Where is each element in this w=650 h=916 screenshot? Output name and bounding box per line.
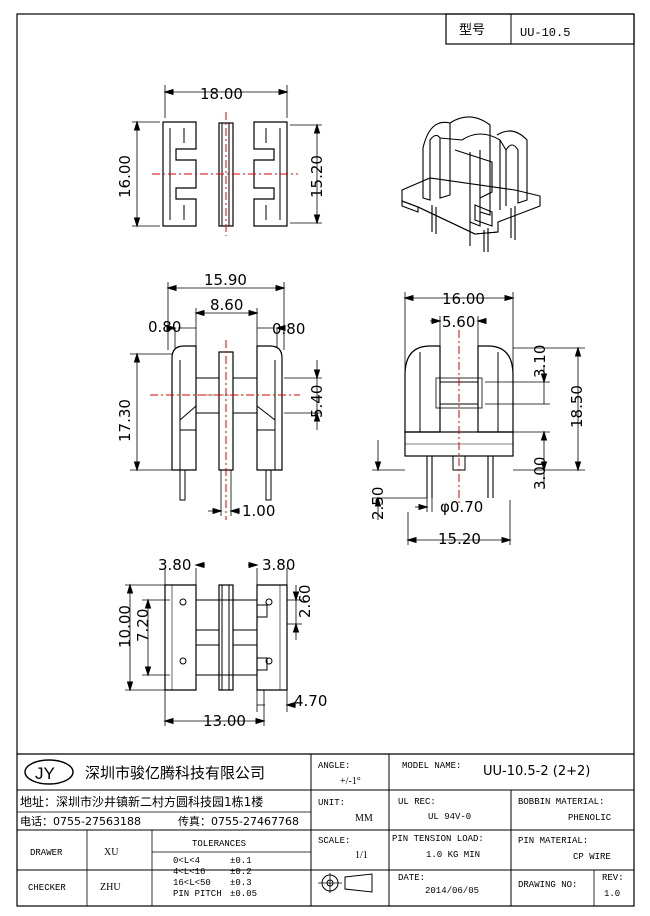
dim-bot-r1: 2.60 bbox=[296, 585, 314, 618]
dim-side-pin-pitch: 15.20 bbox=[438, 530, 481, 548]
tol-value-0: ±0.1 bbox=[230, 856, 252, 866]
title-block bbox=[17, 753, 634, 906]
dim-bot-width: 13.00 bbox=[203, 712, 246, 730]
date-value: 2014/06/05 bbox=[425, 886, 479, 896]
dim-front-height: 17.30 bbox=[116, 399, 134, 442]
bobbin-label: BOBBIN MATERIAL: bbox=[518, 797, 604, 807]
dim-side-height: 18.50 bbox=[568, 385, 586, 428]
company-logo: JY bbox=[35, 764, 55, 783]
ulrec-label: UL REC: bbox=[398, 797, 436, 807]
checker-value: ZHU bbox=[100, 882, 121, 893]
dim-top-width: 18.00 bbox=[200, 85, 243, 103]
dim-side-base: 3.00 bbox=[531, 457, 549, 490]
company-address: 地址：深圳市沙井镇新二村方圆科技园1栋1楼 bbox=[20, 794, 263, 809]
tol-range-2: 16<L<50 bbox=[173, 878, 211, 888]
dim-side-pin-len: 2.50 bbox=[369, 487, 387, 520]
tol-value-3: ±0.05 bbox=[230, 889, 257, 899]
isometric-view bbox=[401, 116, 541, 252]
dim-front-width: 15.90 bbox=[204, 271, 247, 289]
dim-side-inner: 5.60 bbox=[442, 313, 475, 331]
dim-bot-left: 3.80 bbox=[158, 556, 191, 574]
dim-front-window: 5.40 bbox=[308, 385, 326, 418]
dim-bot-h1: 10.00 bbox=[116, 605, 134, 648]
unit-label: UNIT: bbox=[318, 798, 345, 808]
dim-bot-r2: 4.70 bbox=[294, 692, 327, 710]
header-box: 型号 UU-10.5 bbox=[445, 13, 635, 45]
scale-label: SCALE: bbox=[318, 836, 350, 846]
date-label: DATE: bbox=[398, 873, 425, 883]
side-view bbox=[372, 292, 585, 545]
drawer-label: DRAWER bbox=[30, 848, 63, 858]
dim-front-wall-left: 0.80 bbox=[148, 318, 181, 336]
angle-value: +/-1° bbox=[340, 776, 361, 787]
tol-value-2: ±0.3 bbox=[230, 878, 252, 888]
tol-range-1: 4<L<16 bbox=[173, 867, 205, 877]
rev-value: 1.0 bbox=[604, 889, 620, 899]
pin-material-label: PIN MATERIAL: bbox=[518, 836, 588, 846]
scale-value: 1/1 bbox=[355, 850, 368, 861]
drawer-value: XU bbox=[104, 847, 119, 858]
pin-tension-label: PIN TENSION LOAD: bbox=[392, 834, 484, 844]
tol-value-1: ±0.2 bbox=[230, 867, 252, 877]
pin-tension-value: 1.0 KG MIN bbox=[426, 850, 480, 860]
tolerances-label: TOLERANCES bbox=[192, 839, 246, 849]
angle-label: ANGLE: bbox=[318, 761, 350, 771]
dim-top-height-right: 15.20 bbox=[308, 155, 326, 198]
dim-front-gap: 8.60 bbox=[210, 296, 243, 314]
dim-front-pin: 1.00 bbox=[242, 502, 275, 520]
model-value: UU-10.5-2 (2+2) bbox=[483, 764, 590, 779]
tol-range-3: PIN PITCH bbox=[173, 889, 222, 899]
company-name: 深圳市骏亿腾科技有限公司 bbox=[85, 764, 265, 782]
bobbin-value: PHENOLIC bbox=[568, 813, 612, 823]
dim-front-wall-right: 0.80 bbox=[272, 320, 305, 338]
dim-side-pin-dia: φ0.70 bbox=[440, 498, 483, 516]
dim-top-height-left: 16.00 bbox=[116, 155, 134, 198]
pin-material-value: CP WIRE bbox=[573, 852, 611, 862]
type-value: UU-10.5 bbox=[520, 26, 570, 40]
dim-side-top: 3.10 bbox=[531, 345, 549, 378]
model-label: MODEL NAME: bbox=[402, 761, 461, 771]
unit-value: MM bbox=[355, 813, 373, 824]
type-label: 型号 bbox=[459, 23, 485, 38]
dim-bot-right: 3.80 bbox=[262, 556, 295, 574]
ulrec-value: UL 94V-0 bbox=[428, 812, 471, 822]
drawing-no-label: DRAWING NO: bbox=[518, 880, 577, 890]
bottom-view bbox=[125, 561, 302, 726]
sheet-border bbox=[16, 13, 635, 907]
rev-label: REV: bbox=[602, 873, 624, 883]
dim-side-width: 16.00 bbox=[442, 290, 485, 308]
front-view bbox=[130, 282, 322, 520]
company-fax: 传真：0755-27467768 bbox=[178, 814, 299, 828]
tol-range-0: 0<L<4 bbox=[173, 856, 200, 866]
company-phone: 电话：0755-27563188 bbox=[20, 815, 141, 828]
checker-label: CHECKER bbox=[28, 883, 66, 893]
dim-bot-h2: 7.20 bbox=[134, 609, 152, 642]
top-view bbox=[132, 85, 322, 236]
